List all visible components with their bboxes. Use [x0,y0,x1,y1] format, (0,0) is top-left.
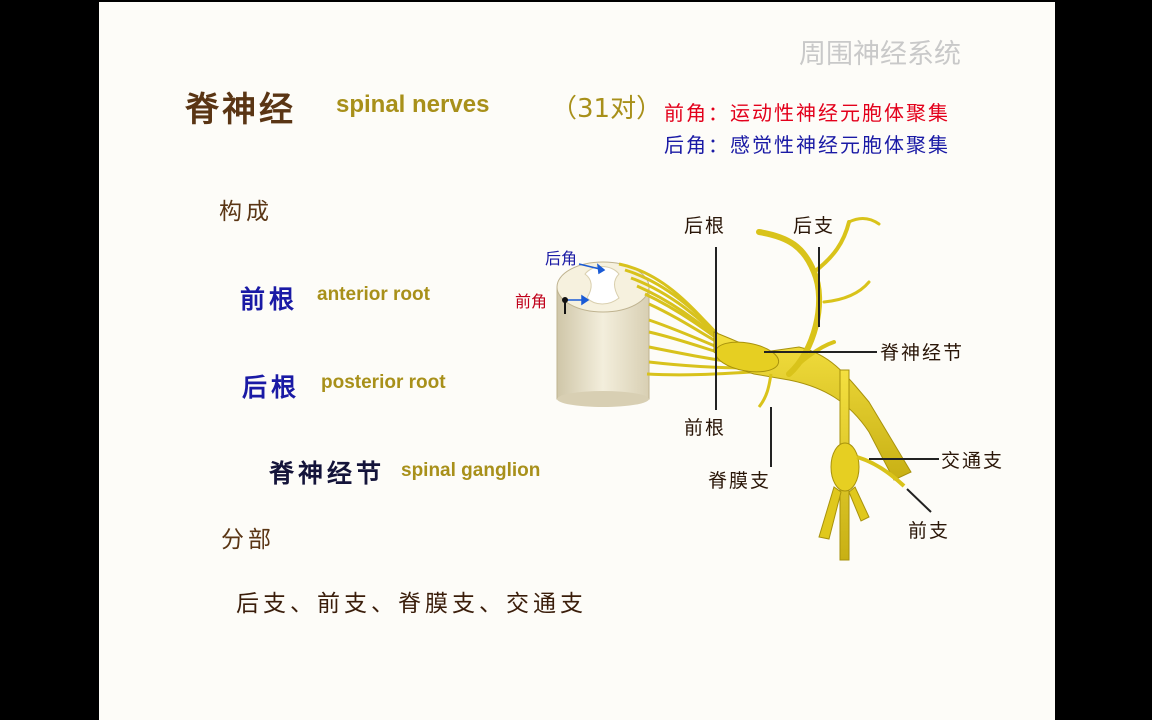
spinal-nerve-diagram: 后角 前角 后根 后支 脊神经节 前根 脊膜支 交通支 前支 [515,215,1004,561]
label-communicating-branch: 交通支 [941,450,1004,472]
parts-heading: 分部 [221,527,275,553]
label-posterior-branch: 后支 [793,215,835,237]
slide-title-cn: 脊神经 [185,90,296,130]
slide: 周围神经系统 脊神经 spinal nerves （31对） 前角：运动性神经元… [99,2,1055,720]
label-posterior-root: 后根 [684,215,726,237]
anterior-root-en: anterior root [317,284,430,305]
branch-list: 后支、前支、脊膜支、交通支 [236,591,587,617]
posterior-root-en: posterior root [321,372,446,393]
sympathetic-trunk-shape [818,369,906,561]
leader-lines [715,247,939,513]
label-anterior-branch: 前支 [908,520,950,542]
watermark-title: 周围神经系统 [799,39,961,70]
meningeal-branch-shape [757,373,773,408]
anterior-horn-note: 前角：运动性神经元胞体聚集 [664,101,950,125]
label-posterior-horn: 后角 [545,249,577,268]
spinal-ganglion-en: spinal ganglion [401,460,541,481]
composition-heading: 构成 [219,199,273,225]
label-spinal-ganglion: 脊神经节 [880,342,964,364]
arrow-right-icon [597,263,606,275]
spinal-nerve-trunk [713,331,912,481]
arrow-right-icon [581,294,590,306]
posterior-root-cn: 后根 [242,373,301,402]
slide-title-en: spinal nerves [336,91,490,118]
label-meningeal-branch: 脊膜支 [708,470,771,492]
posterior-horn-note: 后角：感觉性神经元胞体聚集 [664,133,950,157]
spinal-cord [556,261,650,407]
label-anterior-root: 前根 [684,417,726,439]
spinal-ganglion-cn: 脊神经节 [269,459,386,488]
slide-title-count: （31对） [551,94,663,124]
anterior-root-cn: 前根 [240,285,299,314]
label-anterior-horn: 前角 [515,292,547,311]
